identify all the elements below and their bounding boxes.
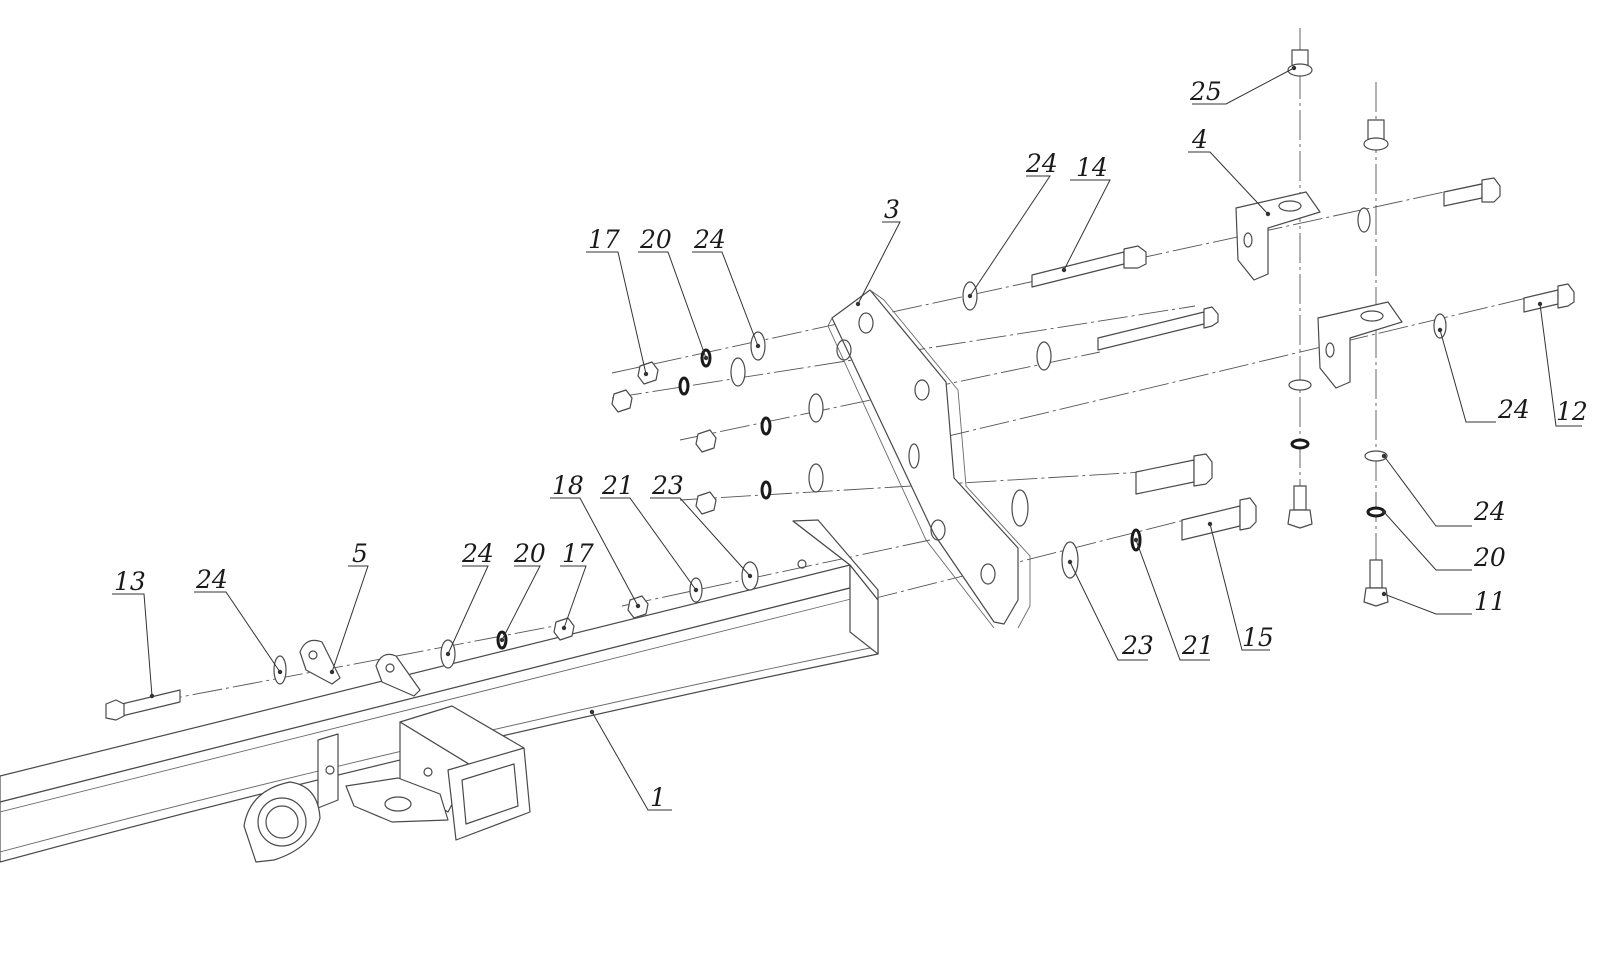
- callout-15: 15: [1242, 623, 1274, 652]
- callout-13: 13: [114, 567, 146, 596]
- callout-labels: 25 4 24 14 3 17 20 24 24 12 24 20 11 18 …: [114, 77, 1588, 812]
- callout-23-middle: 23: [651, 471, 684, 500]
- callout-11: 11: [1474, 587, 1506, 616]
- callout-5: 5: [352, 539, 368, 568]
- washers-and-nuts: [273, 207, 1447, 685]
- callout-24-lower-right: 24: [1473, 497, 1506, 526]
- socket-bracket: [243, 733, 339, 863]
- callout-20-mid: 20: [513, 539, 546, 568]
- callout-12: 12: [1556, 397, 1588, 426]
- small-bracket-plates: [299, 639, 421, 697]
- callout-24-upper: 24: [693, 225, 726, 254]
- callout-3: 3: [884, 195, 900, 224]
- callout-23-bottom: 23: [1121, 631, 1154, 660]
- callout-24-left: 24: [195, 565, 228, 594]
- callout-17-mid: 17: [562, 539, 594, 568]
- angle-brackets: [1235, 191, 1403, 389]
- callout-leaders: [112, 65, 1582, 811]
- callout-1: 1: [650, 783, 666, 812]
- callout-20-upper: 20: [639, 225, 672, 254]
- callout-21-bottom: 21: [1181, 631, 1214, 660]
- callout-14: 14: [1076, 153, 1108, 182]
- callout-20-lower-right: 20: [1473, 543, 1506, 572]
- callout-17-upper: 17: [588, 225, 620, 254]
- callout-25: 25: [1189, 77, 1222, 106]
- receiver-hitch: [345, 705, 531, 841]
- callout-24-mid: 24: [461, 539, 494, 568]
- callout-24-top: 24: [1025, 149, 1058, 178]
- callout-18: 18: [552, 471, 584, 500]
- callout-4: 4: [1191, 125, 1208, 154]
- callout-24-right: 24: [1497, 395, 1530, 424]
- callout-21-middle: 21: [601, 471, 634, 500]
- side-bracket-plate: [827, 289, 1031, 629]
